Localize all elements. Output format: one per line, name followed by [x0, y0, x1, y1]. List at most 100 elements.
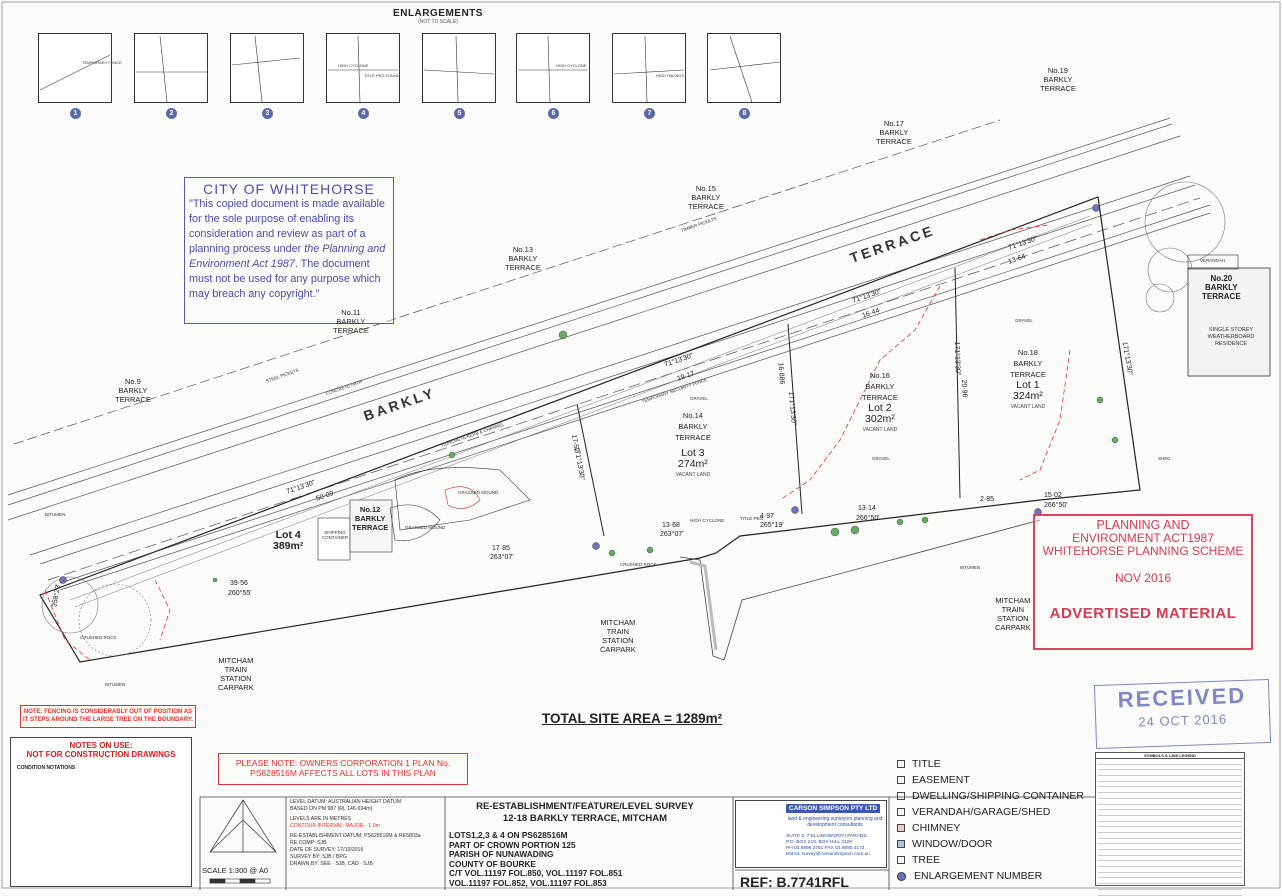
enlargement-box-5	[422, 33, 496, 103]
received-stamp: RECEIVED 24 OCT 2016	[1093, 678, 1272, 750]
legend-swatch-easement	[897, 776, 905, 784]
enlargement-number-4: 4	[358, 108, 369, 119]
legend-easement: EASEMENT	[897, 772, 1084, 788]
fence-red-lines	[44, 224, 1071, 661]
company-block: CARSON SIMPSON PTY LTD land & engineerin…	[735, 800, 887, 868]
label-bitumen-2: BITUMEN	[960, 565, 981, 570]
enlargements-title: ENLARGEMENTS	[393, 8, 483, 19]
enlargement-number-8: 8	[739, 108, 750, 119]
label-bitumen-1: BITUMEN	[105, 682, 126, 687]
legend-window-door: WINDOW/DOOR	[897, 836, 1084, 852]
enlargement-box-4	[326, 33, 400, 103]
enlargement-number-3: 3	[262, 108, 273, 119]
legend-swatch-tree	[897, 856, 905, 864]
legend-swatch-chimney	[897, 824, 905, 832]
enlargement-box-2	[134, 33, 208, 103]
legend-swatch-dwelling	[897, 792, 905, 800]
dim-b4a: 263°07'	[490, 554, 514, 561]
label-residence: SINGLE STOREY WEATHERBOARD RESIDENCE	[1207, 327, 1255, 347]
label-grassed-mound-2: GRASSED MOUND	[405, 525, 446, 530]
legend-tree: TREE	[897, 852, 1084, 868]
council-stamp-heading: CITY OF WHITEHORSE	[203, 181, 375, 197]
legend-title: TITLE	[897, 756, 1084, 772]
enl-label-high-palings-7: HIGH PALINGS	[656, 73, 685, 78]
site-structures	[317, 467, 531, 561]
label-crushed-rock-2: CRUSHED ROCK	[620, 562, 657, 567]
site-boundary	[39, 196, 1141, 663]
fence-note: NOTE: FENCING IS CONSIDERABLY OUT OF POS…	[20, 705, 196, 728]
enlargement-number-6: 6	[548, 108, 559, 119]
planning-stamp-line2: ENVIRONMENT ACT1987	[1072, 531, 1214, 545]
scale-bar	[209, 878, 271, 884]
label-bitumen-3: BITUMEN	[45, 512, 66, 517]
dim-b2a: 265°19'	[760, 522, 784, 529]
enlargement-number-7: 7	[644, 108, 655, 119]
dim-b4: 17·85	[492, 545, 510, 552]
survey-title: RE-ESTABLISHMENT/FEATURE/LEVEL SURVEY 12…	[476, 801, 694, 824]
company-name: CARSON SIMPSON PTY LTD	[786, 804, 881, 813]
label-crushed-rock-1: CRUSHED ROCK	[80, 635, 117, 640]
planning-stamp: PLANNING AND ENVIRONMENT ACT1987 WHITEHO…	[1033, 514, 1253, 650]
label-gravel-3: GRAVEL	[690, 396, 708, 401]
lots-info: LOTS1,2,3 & 4 ON PS628516M PART OF CROWN…	[449, 830, 623, 888]
enlargement-box-6	[516, 33, 590, 103]
total-site-area: TOTAL SITE AREA = 1289m²	[542, 711, 723, 726]
owners-corporation-note: PLEASE NOTE: OWNERS CORPORATION 1 PLAN N…	[218, 753, 468, 785]
legend-swatch-title	[897, 760, 905, 768]
symbols-heading: SYMBOLS & LINE LEGEND	[1096, 753, 1244, 759]
enlargement-number-2: 2	[166, 108, 177, 119]
residence-20	[1187, 267, 1271, 377]
label-shed: SHED	[1158, 456, 1171, 461]
legend-swatch-verandah	[897, 808, 905, 816]
datum-info: LEVEL DATUM: AUSTRALIAN HEIGHT DATUM BAS…	[290, 799, 421, 867]
dim-b7: 2·85	[980, 496, 995, 503]
council-stamp-act: the Planning and Environment Act 1987	[189, 243, 386, 270]
scale-label: SCALE 1:300 @ A0	[202, 866, 268, 875]
planning-stamp-line3: WHITEHORSE PLANNING SCHEME	[1042, 544, 1244, 558]
received-stamp-label: RECEIVED	[1117, 682, 1247, 713]
enl-label-temp-fence-1: TEMPORARY FENCE	[82, 60, 122, 65]
label-high-cyclone: HIGH CYCLONE	[690, 518, 725, 523]
enlargement-box-8	[707, 33, 781, 103]
security-fences	[69, 215, 1093, 608]
label-shipping-container: SHIPPING CONTAINER	[321, 530, 349, 540]
drawing-reference: REF: B.7741RFL	[740, 874, 849, 890]
dim-b5: 39·56	[230, 580, 248, 587]
notes-on-use: NOTES ON USE: NOT FOR CONSTRUCTION DRAWI…	[10, 737, 192, 887]
label-title-peg: TITLE PEG	[740, 516, 764, 521]
enlargements-subtitle: (NOT TO SCALE)	[418, 19, 458, 25]
enlargement-number-1: 1	[70, 108, 81, 119]
received-stamp-date: 24 OCT 2016	[1138, 711, 1228, 730]
enl-label-high-cyclone-4: HIGH CYCLONE	[338, 63, 369, 68]
enlargement-box-3	[230, 33, 304, 103]
dim-side2: 171°13'30"	[952, 341, 962, 376]
notes-subheading: NOT FOR CONSTRUCTION DRAWINGS	[26, 750, 176, 759]
dim-b3: 13·68	[662, 522, 680, 529]
label-verandah: VERANDAH	[1200, 258, 1226, 263]
council-stamp-text-b: . The document must not be used for any …	[189, 258, 381, 300]
company-tagline: land & engineering surveyors planning an…	[787, 816, 883, 828]
lot-lines	[576, 267, 961, 537]
dim-b6: 15·02	[1044, 492, 1062, 499]
kerb-features	[212, 330, 1119, 583]
planning-stamp-advertised: ADVERTISED MATERIAL	[1049, 605, 1237, 622]
carpark-ramp	[679, 519, 1041, 661]
legend: TITLE EASEMENT DWELLING/SHIPPING CONTAIN…	[897, 756, 1084, 884]
road-lines	[7, 117, 1211, 591]
company-address: SUITE 2, 7 ELLINGWORTH PARADE, P.O. BOX …	[786, 834, 870, 857]
dim-b5a: 260°55'	[228, 590, 252, 597]
dim-b1a: 266°50'	[856, 515, 880, 522]
enl-label-title-peg-4: TITLE PEG FOUND	[364, 73, 400, 78]
